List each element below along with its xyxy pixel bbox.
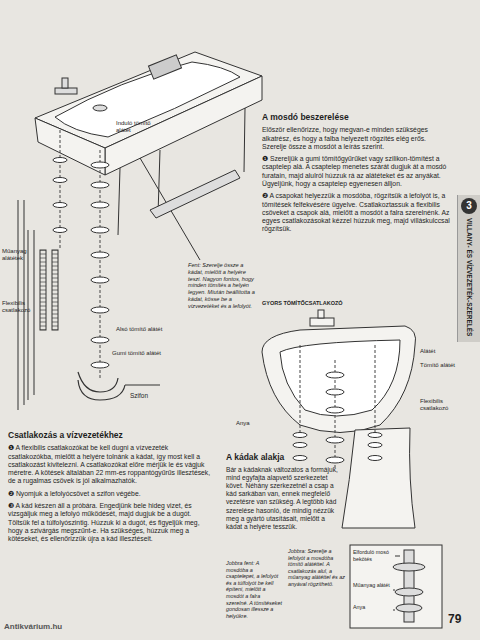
heading: A kádak alakja bbox=[226, 452, 340, 462]
heading: Csatlakozás a vízvezetékhez bbox=[8, 430, 214, 440]
part-label: Flexibilis csatlakozó bbox=[420, 398, 460, 413]
page-number: 79 bbox=[448, 612, 474, 627]
paragraph: ❶ A flexibilis csatlakozókat be kell dug… bbox=[8, 444, 214, 485]
paragraph: ❸ A kád készen áll a próbára. Engedjünk … bbox=[8, 502, 214, 543]
caption: Fent: Szerelje össze a kádat, mielőtt a … bbox=[188, 262, 258, 310]
part-label: Induló tömítő alátét bbox=[116, 120, 166, 135]
paragraph: Először ellenőrizze, hogy megvan-e minde… bbox=[262, 126, 450, 151]
part-label: Elforduló mosó bekötés bbox=[353, 549, 395, 562]
caption: Jobbra: Szerelje a lefolyót a mosdóba tö… bbox=[288, 548, 346, 588]
heading: A mosdó beszerelése bbox=[262, 112, 450, 122]
paragraph: ❷ Nyomjuk a lefolyócsövet a szifon végéb… bbox=[8, 490, 214, 498]
part-label: Műanyag alátétek bbox=[2, 248, 38, 263]
paragraph: ❶ Szereljük a gumi tömítőgyűrűket vagy s… bbox=[262, 155, 450, 188]
caption: Jobbra fent: A mosdóba a csaptelepet, a … bbox=[226, 560, 282, 619]
part-label: Gumi tömítő alátét bbox=[112, 350, 162, 357]
chapter-number: 3 bbox=[461, 198, 477, 214]
part-label: Tömítő alátét bbox=[420, 362, 460, 369]
watermark: Antikvárium.hu bbox=[4, 622, 94, 632]
paragraph: Bár a kádaknak változatos a formájuk, mi… bbox=[226, 466, 340, 530]
part-label: Anya bbox=[236, 420, 260, 427]
part-label: Alsó tömítő alátét bbox=[116, 326, 166, 333]
part-label: Szifon bbox=[130, 392, 170, 400]
part-label: Anya bbox=[353, 604, 393, 611]
chapter-title: VILLANY- ÉS VÍZVEZETÉK-SZERELÉS bbox=[466, 218, 473, 336]
part-label: Flexibilis csatlakozó bbox=[2, 300, 38, 315]
part-label: GYORS TÖMÍTŐCSATLAKOZÓ bbox=[262, 300, 352, 307]
paragraph: ❷ A csapokat helyezzük a mosdóba, rögzít… bbox=[262, 192, 450, 233]
chapter-tab: 3VILLANY- ÉS VÍZVEZETÉK-SZERELÉS bbox=[457, 195, 480, 342]
part-label: Alátét bbox=[420, 348, 460, 355]
part-label: Műanyag alátét bbox=[353, 582, 393, 589]
